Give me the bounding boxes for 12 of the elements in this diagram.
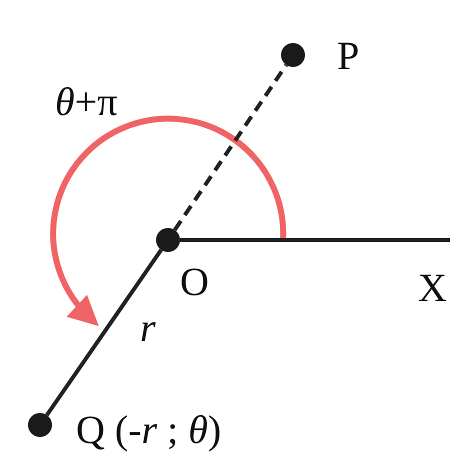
edge-label: r xyxy=(140,308,156,348)
point-label: P xyxy=(337,36,360,76)
point-dot xyxy=(281,43,305,67)
angle-label: θ+π xyxy=(55,82,118,122)
point-dot xyxy=(156,228,180,252)
axis-label: X xyxy=(418,268,447,308)
line xyxy=(45,248,163,416)
line xyxy=(173,64,288,232)
point-dot xyxy=(28,413,52,437)
point-label: Q (-r ; θ) xyxy=(76,410,222,450)
line xyxy=(180,238,450,242)
point-label: O xyxy=(180,262,209,302)
